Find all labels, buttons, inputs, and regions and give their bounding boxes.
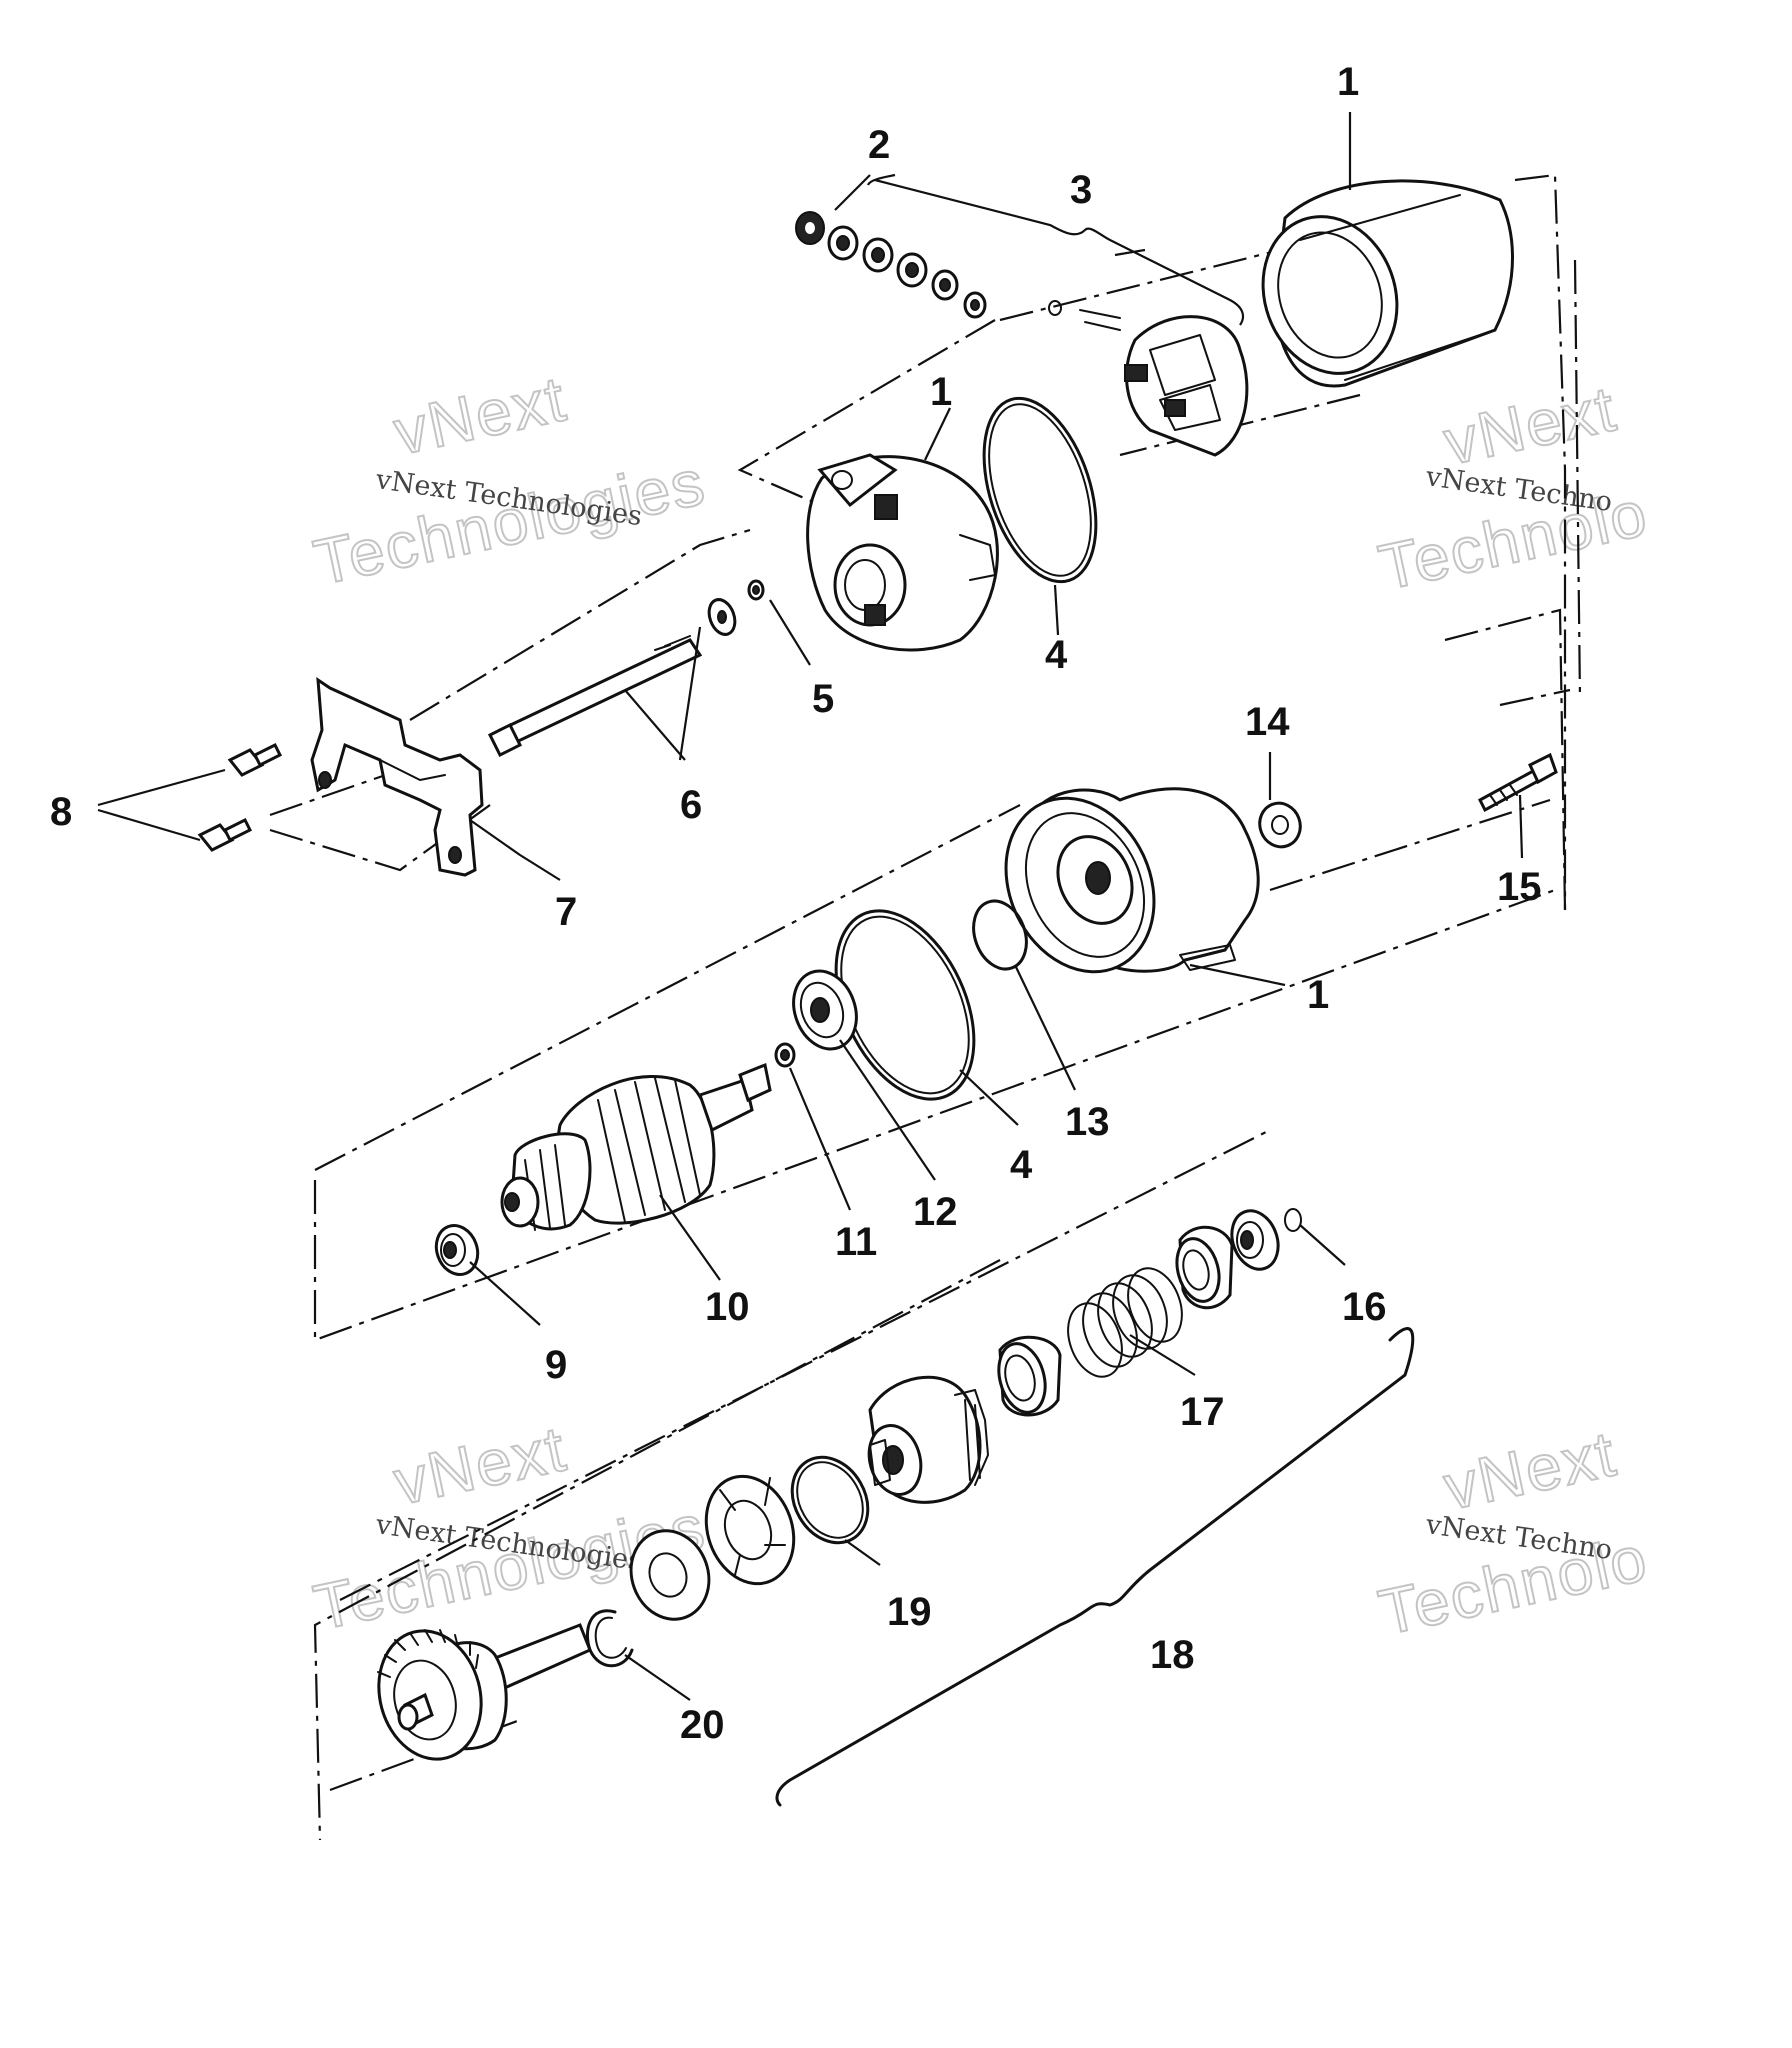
callout-11: 11 xyxy=(835,1220,877,1264)
part-drive-housing xyxy=(1004,787,1260,974)
callout-4-mid: 4 xyxy=(1010,1143,1033,1187)
chain-line-bolt-upper xyxy=(269,768,401,817)
part-ring-19 xyxy=(790,1455,870,1545)
callout-17: 17 xyxy=(1180,1390,1225,1434)
chain-line-top-axis xyxy=(999,243,1301,322)
watermark-bottom-right: vNext Technolo vNext Techno xyxy=(1372,1416,1655,1650)
part-end-cap xyxy=(806,453,999,652)
part-washer-plate xyxy=(629,1529,711,1621)
chain-line-middle-axis xyxy=(314,804,1021,1171)
part-armature xyxy=(500,1062,772,1231)
callout-9: 9 xyxy=(545,1343,567,1387)
chain-line-washer-14 xyxy=(1499,688,1571,707)
part-bearing-9 xyxy=(434,1224,480,1276)
watermark-big-1: vNext xyxy=(1438,372,1623,479)
part-washer-5 xyxy=(747,579,765,601)
part-spring xyxy=(1067,1267,1183,1378)
callout-15: 15 xyxy=(1497,865,1542,909)
callout-3: 3 xyxy=(1070,168,1092,212)
callout-1-yoke: 1 xyxy=(1337,60,1359,104)
watermark-big-1: vNext xyxy=(1438,1417,1623,1524)
part-bolt-15 xyxy=(1478,752,1558,813)
part-bracket xyxy=(310,677,484,877)
part-washer-14 xyxy=(1258,801,1302,849)
part-through-bolt xyxy=(487,598,737,758)
chain-line-right-inner xyxy=(1573,259,1582,701)
part-o-ring-13 xyxy=(972,899,1028,971)
callout-1-end-cap: 1 xyxy=(930,370,952,414)
watermark-top-right: vNext Technolo vNext Techno xyxy=(1372,371,1655,605)
chain-line-middle-lower xyxy=(313,888,1556,1342)
callout-2: 2 xyxy=(868,123,890,167)
callout-19: 19 xyxy=(887,1590,932,1634)
callout-labels: 1 2 3 1 4 5 6 7 8 14 15 1 13 4 12 11 10 … xyxy=(50,60,1542,1747)
part-o-ring-top xyxy=(982,396,1098,584)
part-pinion-gear xyxy=(377,1623,592,1761)
group-bracket-18 xyxy=(775,1327,1415,1807)
callout-14: 14 xyxy=(1245,700,1290,744)
chain-line-bolt-15 xyxy=(1269,798,1551,892)
part-sleeve xyxy=(1175,1225,1234,1310)
part-brush-holder xyxy=(1048,300,1249,457)
chain-line-washer-group xyxy=(737,319,996,507)
callout-1-drive-housing: 1 xyxy=(1307,973,1329,1017)
part-bearing-drive-end xyxy=(1230,1209,1280,1271)
part-snap-ring-20 xyxy=(585,1609,634,1668)
watermark-big-2: Technologies xyxy=(308,446,712,599)
part-washer-11 xyxy=(774,1042,796,1068)
watermark-big-1: vNext xyxy=(388,362,573,469)
chain-line-bottom-axis xyxy=(339,1129,1271,1601)
callout-7: 7 xyxy=(555,890,577,934)
part-collar xyxy=(997,1335,1062,1417)
part-bearing-12 xyxy=(792,969,858,1051)
chain-line-bolt-axis xyxy=(409,528,751,721)
callout-18: 18 xyxy=(1150,1633,1195,1677)
callout-16: 16 xyxy=(1342,1285,1387,1329)
part-overrunning-clutch xyxy=(867,1375,989,1504)
chain-line-middle-frame xyxy=(1444,608,1567,911)
chain-line-bottom-left xyxy=(313,1259,1001,1841)
part-yoke-cylinder xyxy=(1261,179,1514,388)
part-washer-stack xyxy=(795,211,987,319)
callout-13: 13 xyxy=(1065,1100,1110,1144)
group-brace-3 xyxy=(866,173,1245,326)
watermark-top-left: vNext Technologies vNext Technologies xyxy=(307,361,713,600)
callout-20: 20 xyxy=(680,1703,725,1747)
callout-8: 8 xyxy=(50,790,72,834)
callout-10: 10 xyxy=(705,1285,750,1329)
callout-12: 12 xyxy=(913,1190,958,1234)
callout-4-top: 4 xyxy=(1045,633,1068,677)
callout-5: 5 xyxy=(812,677,834,721)
callout-6: 6 xyxy=(680,783,702,827)
part-washer-16 xyxy=(1284,1208,1302,1232)
part-bolts-8 xyxy=(197,742,283,852)
leader-lines xyxy=(97,112,1524,1701)
part-thrust-washer xyxy=(704,1474,796,1586)
